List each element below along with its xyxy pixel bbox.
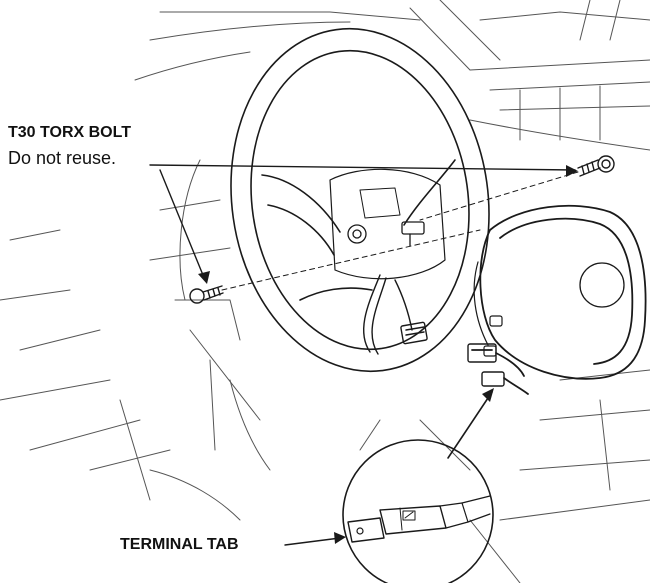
detail-leader: [447, 391, 493, 459]
left-torx-bolt: [189, 285, 224, 304]
bolt-title-label: T30 TORX BOLT: [8, 124, 131, 141]
dashed-paths: [221, 171, 579, 291]
terminal-tab-label: TERMINAL TAB: [120, 536, 239, 553]
steering-wheel: [230, 27, 490, 373]
terminal-tab-arrow: [334, 532, 346, 544]
wiring-harness: [362, 274, 428, 355]
airbag-module: [467, 204, 647, 395]
bolt-note-label: Do not reuse.: [8, 148, 117, 168]
hub-details: [347, 221, 425, 247]
terminal-tab-leader: [284, 537, 341, 546]
detail-arrow: [482, 388, 494, 402]
bolt-arrow-left: [198, 271, 210, 284]
detail-magnifier: [342, 439, 494, 583]
right-torx-bolt: [577, 155, 615, 177]
bolt-arrow-right: [566, 165, 578, 177]
bolt-leader-lines: [149, 164, 576, 281]
